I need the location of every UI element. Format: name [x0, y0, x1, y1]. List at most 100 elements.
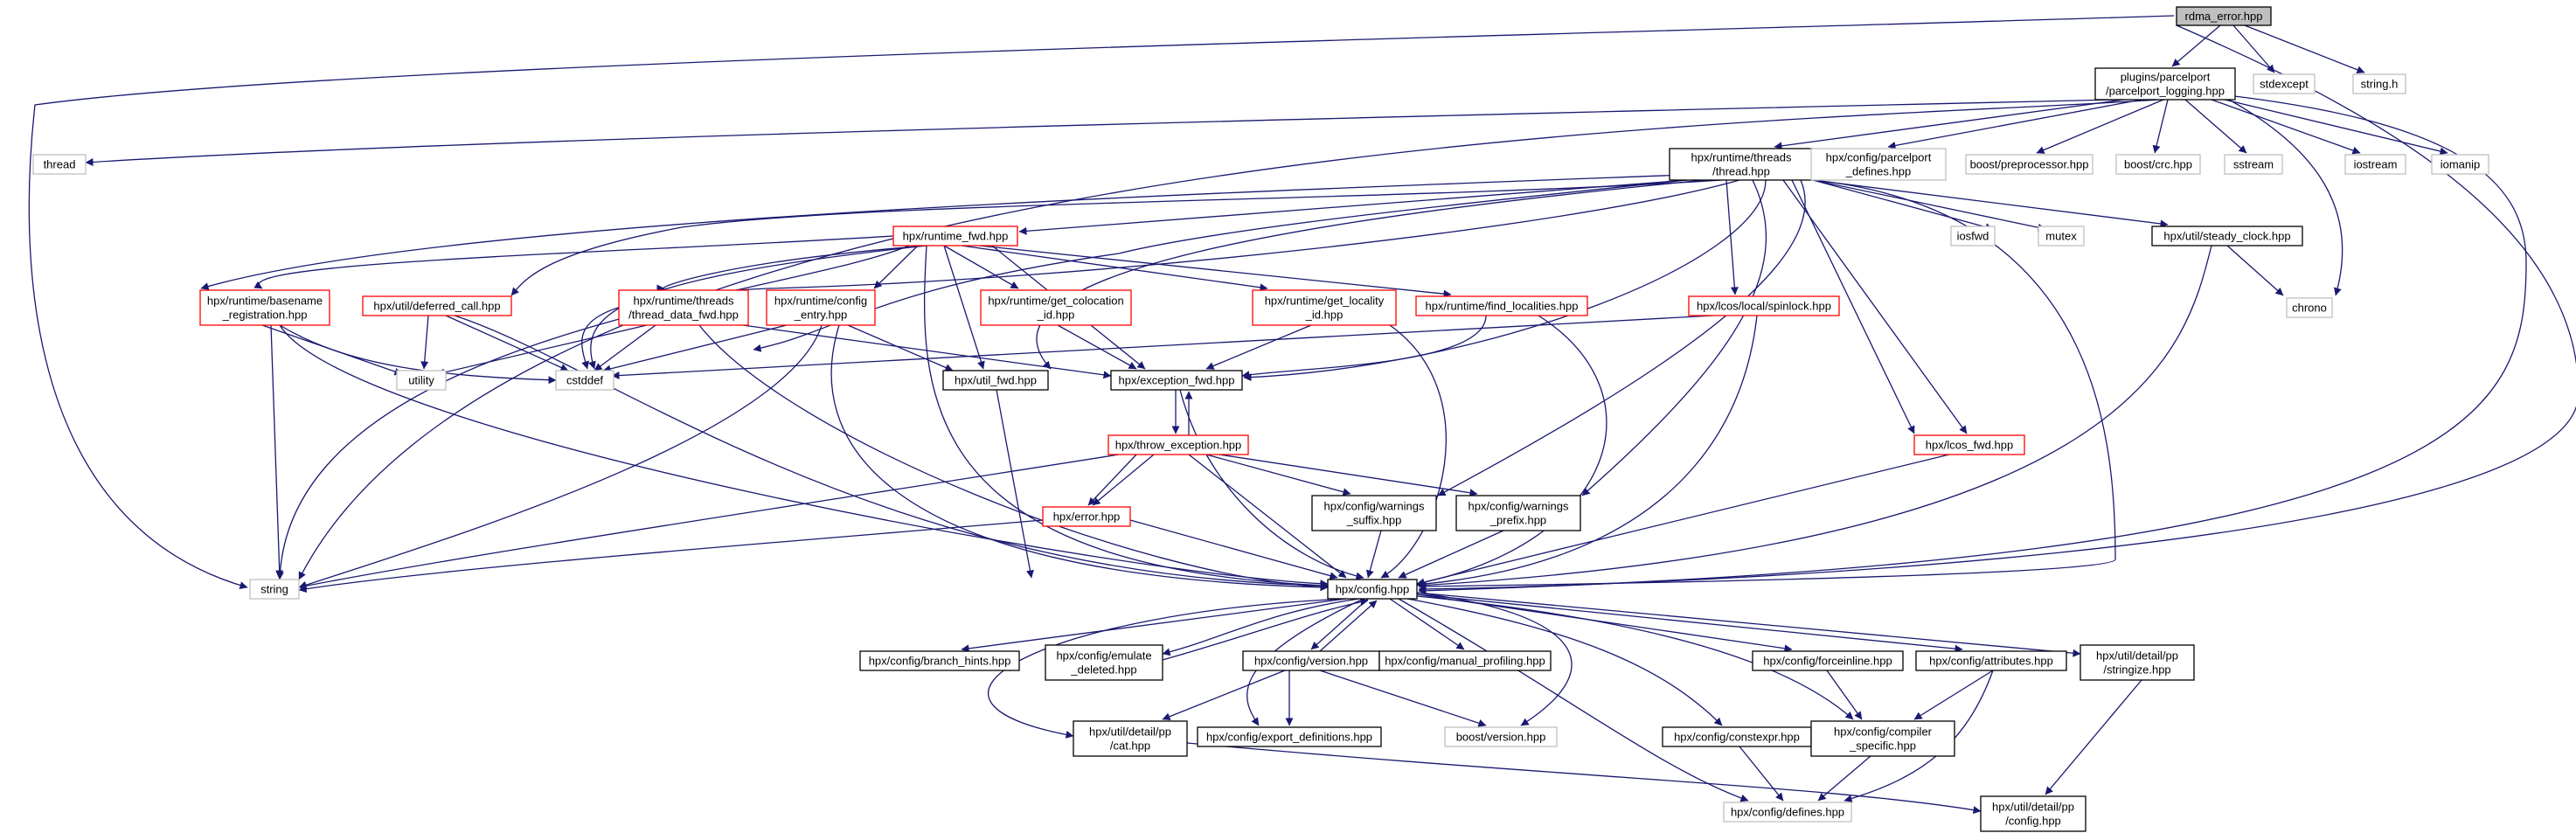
node-branch-hints[interactable]: hpx/config/branch_hints.hpp — [859, 650, 1020, 671]
node-box — [1327, 579, 1418, 600]
node-get-colocation[interactable]: hpx/runtime/get_colocation_id.hpp — [980, 289, 1132, 326]
node-box — [1252, 289, 1397, 326]
node-threads-thread[interactable]: hpx/runtime/threads/thread.hpp — [1669, 148, 1814, 181]
dependency-edge — [298, 99, 2160, 580]
dependency-edge — [1188, 454, 1347, 579]
node-label: hpx/runtime/threads — [1691, 151, 1792, 164]
dependency-edge — [1887, 99, 2142, 149]
dependency-edge — [1416, 592, 2081, 657]
node-spinlock[interactable]: hpx/lcos/local/spinlock.hpp — [1688, 295, 1840, 316]
dependency-edge — [1913, 670, 1994, 720]
node-cstddef: cstddef — [555, 370, 614, 391]
node-label: hpx/util/deferred_call.hpp — [373, 300, 500, 313]
dependency-edge — [1826, 670, 1863, 720]
node-label: sstream — [2233, 158, 2274, 171]
dependency-edge — [1179, 389, 1364, 580]
dependency-edge — [961, 598, 1347, 653]
node-box — [1965, 154, 2093, 175]
node-config-entry[interactable]: hpx/runtime/config_entry.hpp — [766, 289, 876, 326]
dependency-edge — [611, 315, 1714, 380]
node-sstream: sstream — [2224, 154, 2283, 175]
node-box — [1455, 495, 1581, 531]
node-defines: hpx/config/defines.hpp — [1723, 802, 1852, 823]
node-box — [2286, 297, 2333, 318]
dependency-edge — [2244, 24, 2365, 74]
dependency-edge — [85, 99, 2116, 166]
dependency-edge — [1365, 530, 1382, 579]
dependency-edge — [2232, 24, 2275, 73]
dependency-edge — [1162, 598, 1360, 656]
node-warn-suffix[interactable]: hpx/config/warnings_suffix.hpp — [1311, 495, 1437, 531]
node-chrono: chrono — [2286, 297, 2333, 318]
node-get-locality[interactable]: hpx/runtime/get_locality_id.hpp — [1252, 289, 1397, 326]
node-box — [1669, 148, 1814, 181]
dependency-edge — [1092, 454, 1155, 506]
node-boost-crc: boost/crc.hpp — [2115, 154, 2201, 175]
node-attributes[interactable]: hpx/config/attributes.hpp — [1915, 650, 2067, 671]
dependency-edge — [298, 324, 823, 589]
node-version[interactable]: hpx/config/version.hpp — [1242, 650, 1380, 671]
node-forceinline[interactable]: hpx/config/forceinline.hpp — [1752, 650, 1904, 671]
node-rdma-error[interactable]: rdma_error.hpp — [2176, 6, 2272, 26]
dependency-edge — [1437, 179, 1806, 496]
node-manual-profiling[interactable]: hpx/config/manual_profiling.hpp — [1378, 650, 1552, 671]
node-config[interactable]: hpx/config.hpp — [1327, 579, 1418, 600]
node-box — [396, 370, 447, 391]
node-box — [1752, 650, 1904, 671]
dependency-edge — [988, 598, 1347, 739]
node-label: hpx/config/branch_hints.hpp — [869, 655, 1011, 668]
node-box — [2431, 154, 2489, 175]
node-warn-prefix[interactable]: hpx/config/warnings_prefix.hpp — [1455, 495, 1581, 531]
node-util-fwd[interactable]: hpx/util_fwd.hpp — [942, 370, 1049, 391]
dependency-edge — [298, 519, 1044, 594]
node-thread-data-fwd[interactable]: hpx/runtime/threads/thread_data_fwd.hpp — [618, 289, 749, 326]
node-label: hpx/util/detail/pp — [2096, 649, 2178, 663]
node-box — [362, 295, 512, 316]
node-exception-fwd[interactable]: hpx/exception_fwd.hpp — [1110, 370, 1243, 391]
node-basename-reg[interactable]: hpx/runtime/basename_registration.hpp — [199, 289, 330, 326]
dependency-edge — [1812, 179, 2169, 228]
node-find-localities[interactable]: hpx/runtime/find_localities.hpp — [1415, 295, 1588, 316]
node-label: hpx/config/emulate — [1056, 649, 1151, 663]
node-box — [1415, 295, 1588, 316]
node-label: hpx/lcos_fwd.hpp — [1926, 439, 2013, 452]
node-stdexcept: stdexcept — [2253, 73, 2316, 94]
node-steady-clock[interactable]: hpx/util/steady_clock.hpp — [2151, 226, 2303, 246]
node-constexpr[interactable]: hpx/config/constexpr.hpp — [1662, 726, 1812, 747]
node-export-defs[interactable]: hpx/config/export_definitions.hpp — [1197, 726, 1382, 747]
node-label: /thread.hpp — [1712, 165, 1770, 178]
node-box — [980, 289, 1132, 326]
dependency-edge — [1774, 99, 2125, 150]
node-label: hpx/config/version.hpp — [1254, 655, 1368, 668]
node-stringize[interactable]: hpx/util/detail/pp/stringize.hpp — [2080, 644, 2195, 681]
node-pp-config[interactable]: hpx/util/detail/pp/config.hpp — [1980, 795, 2086, 832]
node-box — [1107, 434, 1249, 455]
node-box — [1810, 720, 1955, 757]
dependency-edge — [978, 245, 1452, 298]
node-cat[interactable]: hpx/util/detail/pp/cat.hpp — [1073, 720, 1188, 757]
dependency-edge — [1246, 598, 1364, 726]
node-throw-exception[interactable]: hpx/throw_exception.hpp — [1107, 434, 1249, 455]
dependency-edge — [2224, 99, 2448, 156]
node-label: /config.hpp — [2005, 815, 2061, 828]
node-label: hpx/config/constexpr.hpp — [1674, 731, 1800, 744]
node-runtime-fwd[interactable]: hpx/runtime_fwd.hpp — [892, 226, 1018, 246]
node-boost-version: boost/version.hpp — [1444, 726, 1558, 747]
node-parcelport-logging[interactable]: plugins/parcelport/parcelport_logging.hp… — [2094, 67, 2236, 101]
node-pp-defines: hpx/config/parcelport_defines.hpp — [1810, 148, 1947, 181]
dependency-edge — [1725, 179, 1739, 295]
node-error[interactable]: hpx/error.hpp — [1042, 506, 1131, 527]
node-deferred-call[interactable]: hpx/util/deferred_call.hpp — [362, 295, 512, 316]
node-lcos-fwd[interactable]: hpx/lcos_fwd.hpp — [1913, 434, 2025, 455]
dependency-edge — [698, 324, 1329, 592]
node-box — [1042, 506, 1131, 527]
dependency-edge — [1243, 179, 1767, 382]
node-label: hpx/config/parcelport — [1826, 151, 1932, 164]
node-label: boost/version.hpp — [1456, 731, 1546, 744]
node-box — [2176, 6, 2272, 26]
dependency-edge — [270, 324, 284, 579]
node-compiler-specific[interactable]: hpx/config/compiler_specific.hpp — [1810, 720, 1955, 757]
node-label: hpx/config/compiler — [1834, 725, 1933, 739]
node-box — [199, 289, 330, 326]
node-emulate-deleted[interactable]: hpx/config/emulate_deleted.hpp — [1045, 644, 1163, 681]
